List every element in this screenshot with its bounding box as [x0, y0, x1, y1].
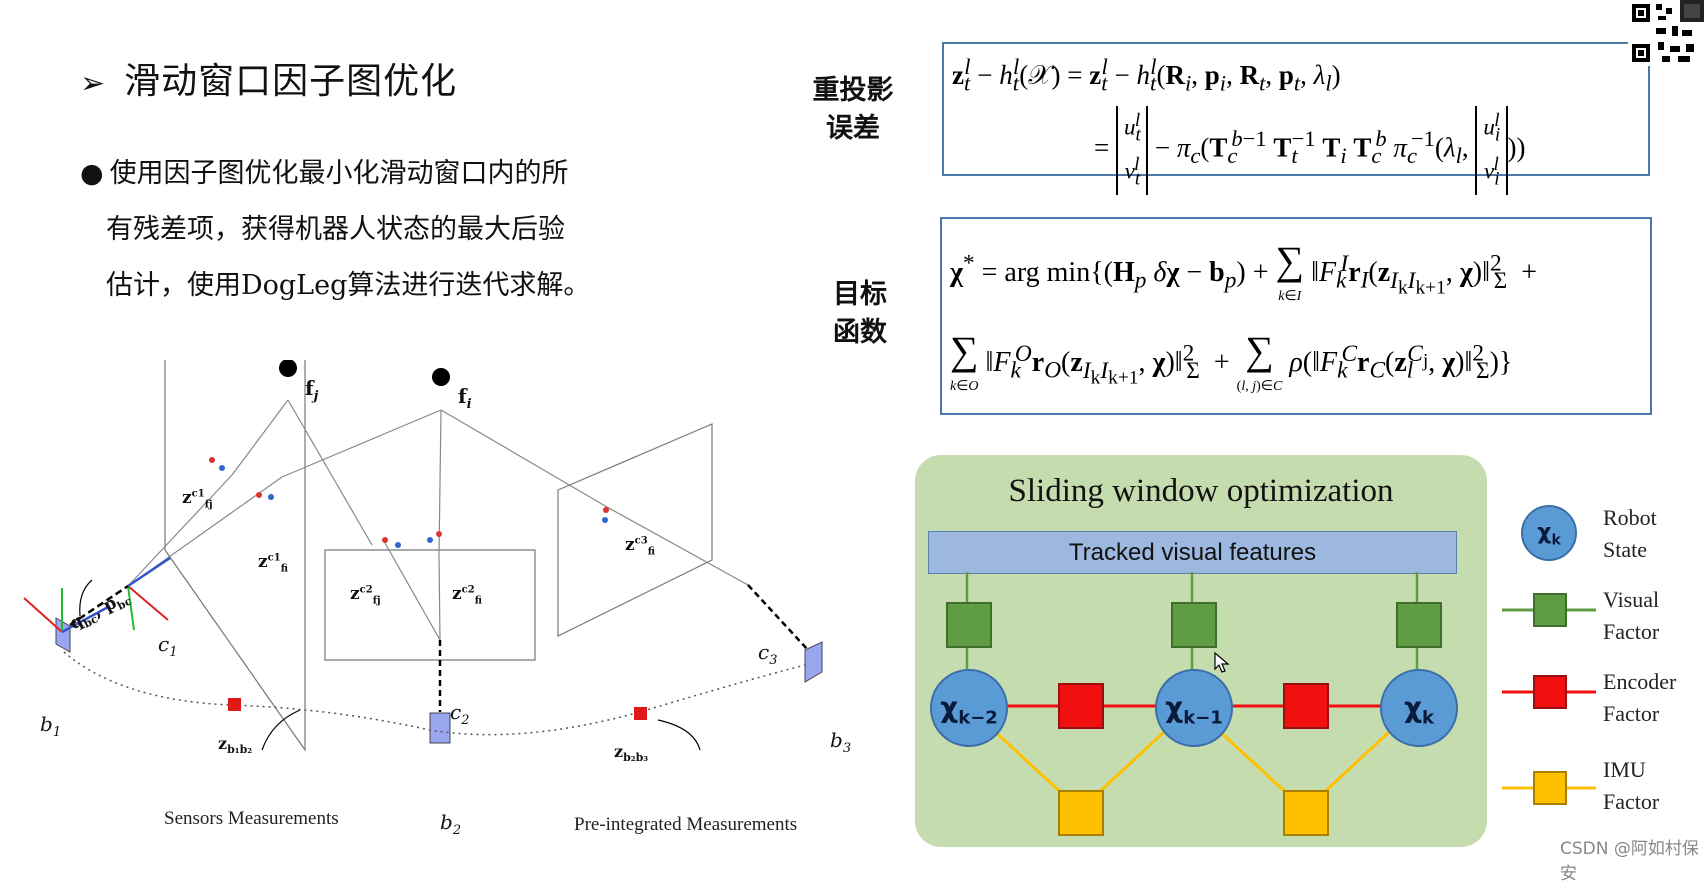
reprojection-formula-line-1: ztl − htl(𝒳) = ztl − htl(Ri, pi, Rt, pt,…	[952, 54, 1341, 96]
ray-line	[440, 409, 608, 508]
caption-arrow	[261, 709, 301, 751]
legend-visual-label: Visual Factor	[1603, 587, 1660, 644]
obs-dot	[436, 531, 442, 537]
label-z-b2b3: zb₂b₃	[614, 742, 649, 765]
ray-line	[127, 474, 233, 587]
legend-visual-icon	[1502, 593, 1596, 627]
state-node-k-2: χk−2	[930, 669, 1008, 747]
obs-dot	[209, 457, 215, 463]
legend-imu-icon	[1502, 771, 1596, 805]
obs-dot	[602, 517, 608, 523]
bullet-line-2: 有残差项，获得机器人状态的最大后验	[106, 214, 565, 245]
imu-factor-1	[1058, 790, 1104, 836]
obs-dot	[395, 542, 401, 548]
encoder-factor-1	[1058, 683, 1104, 729]
obs-dot	[382, 537, 388, 543]
legend-encoder-label: Encoder Factor	[1603, 669, 1677, 726]
feature-point-fj	[279, 360, 297, 377]
caption-sensors: Sensors Measurements	[164, 808, 339, 829]
trajectory-path	[63, 651, 806, 736]
ray-line	[281, 409, 442, 478]
body-frame-b2	[429, 712, 451, 744]
label-c3: c3	[758, 640, 778, 668]
obs-dot	[256, 492, 262, 498]
extrinsic-line	[69, 584, 129, 627]
camera-geometry-diagram	[23, 360, 823, 752]
label-c2: c2	[450, 700, 470, 728]
label-b2: b2	[440, 810, 462, 838]
ray-line	[231, 399, 289, 476]
objective-formula-box: χ* = arg min{(Hp δχ − bp) + ∑k∈I ‖FkIrI(…	[940, 217, 1652, 415]
label-fj: fj	[305, 376, 319, 404]
ray-line	[438, 554, 441, 641]
objective-formula-line-1: χ* = arg min{(Hp δχ − bp) + ∑k∈I ‖FkIrI(…	[950, 238, 1538, 305]
label-z-fi-c1: zc1fi	[258, 552, 288, 575]
ray-line	[606, 506, 749, 586]
mouse-cursor-icon	[1214, 652, 1230, 673]
visual-factor-1	[946, 602, 992, 648]
label-c1: c1	[158, 632, 178, 660]
bullet-paragraph: ●使用因子图优化最小化滑动窗口内的所 有残差项，获得机器人状态的最大后验 估计，…	[80, 146, 650, 314]
legend-imu-label: IMU Factor	[1603, 757, 1660, 814]
axis-line	[127, 556, 171, 588]
measurement-square	[228, 698, 241, 711]
bullet-icon: ●	[80, 158, 104, 189]
reprojection-formula-box: ztl − htl(𝒳) = ztl − htl(Ri, pi, Rt, pt,…	[942, 42, 1650, 195]
obs-dot	[219, 465, 225, 471]
body-frame-b1	[55, 617, 71, 653]
feature-point-fi	[432, 368, 450, 386]
label-z-fj-c2: zc2fj	[350, 584, 381, 607]
title-arrow-icon: ➢	[80, 66, 107, 101]
label-b3: b3	[830, 728, 852, 756]
extrinsic-arrow	[79, 579, 93, 617]
bullet-line-1: 使用因子图优化最小化滑动窗口内的所	[109, 158, 569, 189]
caption-preintegrated: Pre-integrated Measurements	[574, 814, 798, 835]
body-frame-b3	[804, 641, 823, 683]
label-objective: 目标 函数	[833, 279, 887, 348]
label-z-b1b2: zb₁b₂	[218, 734, 253, 757]
extrinsic-line	[747, 584, 809, 651]
image-plane-c1	[164, 360, 306, 752]
label-z-fj-c1: zc1fj	[182, 488, 213, 511]
image-plane-c3	[557, 423, 713, 637]
imu-factor-2	[1283, 790, 1329, 836]
visual-factor-3	[1396, 602, 1442, 648]
legend-encoder-icon	[1502, 675, 1596, 709]
qr-code-icon	[1628, 0, 1704, 66]
state-node-k-1: χk−1	[1155, 669, 1233, 747]
axis-line	[23, 597, 63, 633]
visual-factor-2	[1171, 602, 1217, 648]
legend-robot-state-icon: χk	[1521, 505, 1577, 561]
slide-title-text: 滑动窗口因子图优化	[124, 61, 458, 102]
objective-formula-line-2: ∑k∈O ‖FkOrO(zIkIk+1, χ)‖2Σ + ∑(l, j)∈C ρ…	[950, 328, 1513, 395]
label-z-fi-c2: zc2fi	[452, 584, 482, 607]
obs-dot	[268, 494, 274, 500]
ray-line	[287, 399, 373, 546]
sliding-window-panel	[915, 455, 1487, 847]
axis-line	[127, 585, 169, 621]
measurement-square	[634, 707, 647, 720]
tracked-features-bar: Tracked visual features	[928, 531, 1457, 574]
axis-line	[61, 604, 111, 634]
state-node-k: χk	[1380, 669, 1458, 747]
encoder-factor-2	[1283, 683, 1329, 729]
slide-title: ➢ 滑动窗口因子图优化	[80, 52, 457, 104]
obs-dot	[427, 537, 433, 543]
ray-line	[438, 409, 442, 556]
label-fi: fi	[458, 384, 472, 412]
axis-line	[127, 585, 135, 631]
label-b1: b1	[40, 712, 62, 740]
sliding-window-title: Sliding window optimization	[1008, 473, 1394, 509]
watermark: CSDN @阿如村保安	[1560, 839, 1699, 884]
legend-robot-state-label: Robot State	[1603, 505, 1657, 562]
label-reprojection: 重投影 误差	[812, 75, 894, 144]
obs-dot	[603, 507, 609, 513]
bullet-line-3: 估计，使用DogLeg算法进行迭代求解。	[106, 270, 591, 301]
ray-line	[384, 542, 441, 641]
caption-arrow	[657, 719, 701, 751]
label-z-fi-c3: zc3fi	[625, 535, 655, 558]
image-plane-c2	[324, 549, 536, 661]
